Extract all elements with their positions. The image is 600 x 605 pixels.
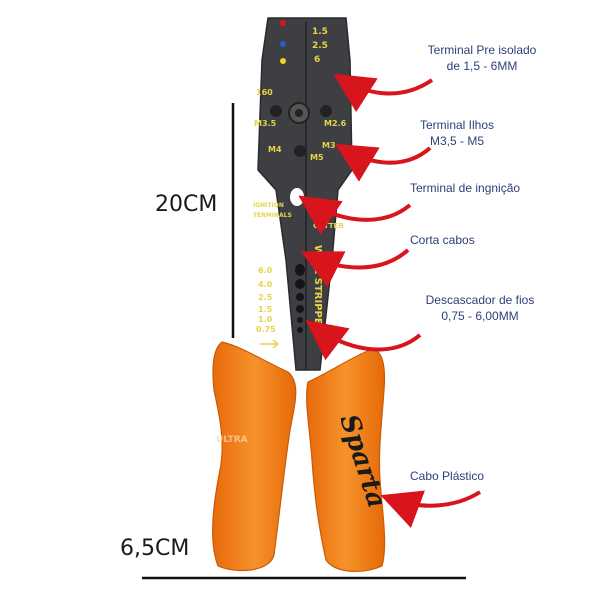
callout-5-line1: Descascador de fios bbox=[425, 293, 535, 307]
callout-1-line1: Terminal Pre isolado bbox=[427, 43, 537, 57]
strip-size-0-75: 0.75 bbox=[256, 325, 276, 334]
callout-ignition: Terminal de ingnição bbox=[410, 180, 520, 196]
watermark: ULTRA bbox=[216, 435, 248, 445]
height-dimension-label: 20CM bbox=[155, 192, 218, 217]
width-dimension-label: 6,5CM bbox=[120, 536, 190, 561]
yellow-dot bbox=[280, 58, 286, 64]
callout-arrow-4 bbox=[300, 248, 410, 288]
hole-right bbox=[320, 105, 332, 117]
bolt-size-m3-5: M3.5 bbox=[254, 119, 277, 128]
strip-size-4-0: 4.0 bbox=[258, 280, 273, 289]
callout-handle: Cabo Plástico bbox=[410, 468, 484, 484]
red-dot bbox=[280, 20, 286, 26]
bolt-size-m5: M5 bbox=[310, 153, 324, 162]
left-handle bbox=[212, 341, 297, 572]
callout-2-line1: Terminal Ilhos bbox=[419, 118, 495, 132]
arrow-marking bbox=[260, 339, 280, 349]
ignition-label-1: IGNITION bbox=[253, 202, 284, 209]
bolt-size-m3: M3 bbox=[322, 141, 336, 150]
crimp-size-1: 1.5 bbox=[312, 27, 328, 37]
strip-size-2-5: 2.5 bbox=[258, 293, 273, 302]
ignition-label-2: TERMINALS bbox=[253, 212, 292, 219]
bolt-size-m2-6: M2.6 bbox=[324, 119, 347, 128]
crimp-size-2: 2.5 bbox=[312, 41, 328, 51]
strip-size-1-0: 1.0 bbox=[258, 315, 273, 324]
strip-size-1-5: 1.5 bbox=[258, 305, 273, 314]
hole-left bbox=[270, 105, 282, 117]
callout-1-line2: de 1,5 - 6MM bbox=[446, 59, 518, 73]
callout-arrow-3 bbox=[298, 195, 412, 235]
callout-4-line1: Corta cabos bbox=[410, 233, 475, 247]
callout-stripper: Descascador de fios 0,75 - 6,00MM bbox=[405, 292, 555, 324]
callout-2-line2: M3,5 - M5 bbox=[429, 134, 484, 148]
bolt-size-160: 160 bbox=[256, 88, 273, 97]
callout-pre-insulated: Terminal Pre isolado de 1,5 - 6MM bbox=[402, 42, 562, 74]
cutter-label: CUTTER bbox=[313, 222, 344, 230]
blue-dot bbox=[280, 41, 286, 47]
bolt-size-m4: M4 bbox=[268, 145, 282, 154]
crimp-size-3: 6 bbox=[314, 55, 320, 65]
callout-cutter: Corta cabos bbox=[410, 232, 475, 248]
strip-size-6-0: 6.0 bbox=[258, 266, 273, 275]
callout-3-line1: Terminal de ingnição bbox=[410, 181, 521, 195]
wire-stripper-label: WIRE STRIPPER bbox=[312, 245, 323, 333]
callout-eyelet: Terminal Ilhos M3,5 - M5 bbox=[402, 117, 512, 149]
callout-6-line1: Cabo Plástico bbox=[410, 469, 485, 483]
ignition-hole bbox=[290, 188, 304, 206]
callout-arrow-6 bbox=[380, 490, 482, 528]
callout-arrow-2 bbox=[335, 143, 432, 182]
hole-center bbox=[294, 145, 306, 157]
callout-5-line2: 0,75 - 6,00MM bbox=[441, 309, 519, 323]
callout-arrow-1 bbox=[333, 73, 434, 113]
callout-arrow-5 bbox=[305, 320, 422, 361]
